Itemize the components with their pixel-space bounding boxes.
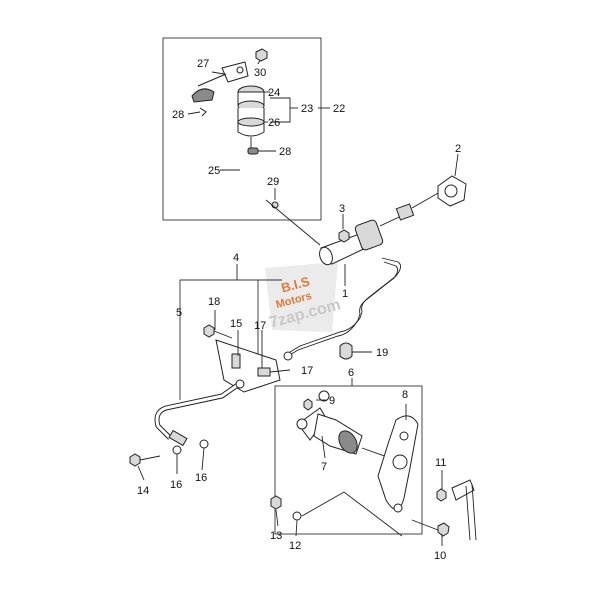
washer-12 xyxy=(292,511,302,521)
callout-23: 23 xyxy=(301,103,313,115)
callout-7: 7 xyxy=(321,461,327,473)
callout-18: 18 xyxy=(208,296,220,308)
bleeder-9 xyxy=(303,398,313,411)
callout-22: 22 xyxy=(333,103,345,115)
callout-5: 5 xyxy=(176,307,182,319)
callout-8: 8 xyxy=(402,389,408,401)
bolt-18 xyxy=(203,324,233,339)
callout-29: 29 xyxy=(267,176,279,188)
callout-16b: 16 xyxy=(195,472,207,484)
callout-17a: 17 xyxy=(254,320,266,332)
callout-13: 13 xyxy=(270,530,282,542)
nut-13 xyxy=(270,495,282,510)
callout-14: 14 xyxy=(137,485,149,497)
callout-15: 15 xyxy=(230,318,242,330)
leader-lines xyxy=(137,59,459,546)
callout-12: 12 xyxy=(289,540,301,552)
callout-labels: 1 2 3 4 5 6 7 8 9 10 11 12 13 14 15 16 1… xyxy=(137,58,461,562)
callout-28a: 28 xyxy=(172,109,184,121)
clip-28-top xyxy=(199,107,207,117)
release-fork-8 xyxy=(377,415,419,513)
callout-24: 24 xyxy=(268,87,280,99)
reservoir-cap-bracket xyxy=(191,61,249,103)
callout-28b: 28 xyxy=(279,146,291,158)
callout-9: 9 xyxy=(329,395,335,407)
hose-to-master-link xyxy=(265,199,321,246)
callout-1: 1 xyxy=(342,288,348,300)
clip-28-hose xyxy=(247,147,259,155)
shaft-bracket xyxy=(451,479,477,541)
callout-30: 30 xyxy=(254,67,266,79)
callout-26: 26 xyxy=(268,117,280,129)
reservoir xyxy=(237,85,265,148)
callout-4: 4 xyxy=(233,252,239,264)
clutch-hose xyxy=(154,379,245,447)
bolt-10 xyxy=(411,519,450,537)
master-cylinder-gasket xyxy=(437,175,467,207)
callout-16a: 16 xyxy=(170,479,182,491)
nut-3 xyxy=(338,229,350,243)
slave-cylinder-group-box xyxy=(274,385,423,535)
pipe-clip-19 xyxy=(339,342,353,360)
washer-16a xyxy=(172,445,182,455)
watermark-text-bis: B.I.S xyxy=(280,274,312,296)
reservoir-group-box xyxy=(162,37,322,221)
master-cylinder xyxy=(319,191,441,266)
callout-6: 6 xyxy=(348,367,354,379)
callout-2: 2 xyxy=(455,143,461,155)
bolt-14 xyxy=(129,453,161,467)
callout-27: 27 xyxy=(197,58,209,70)
watermark: B.I.S Motors 7zap.com xyxy=(265,262,342,332)
reservoir-hose xyxy=(242,150,268,200)
callout-19: 19 xyxy=(376,347,388,359)
clutch-pipe xyxy=(287,257,401,357)
callout-3: 3 xyxy=(339,203,345,215)
slave-cylinder xyxy=(296,390,391,459)
callout-10: 10 xyxy=(434,550,446,562)
pipe-bracket-15 xyxy=(215,339,293,393)
callout-11: 11 xyxy=(435,457,446,469)
callout-17b: 17 xyxy=(301,365,313,377)
nut-11 xyxy=(436,488,447,502)
callout-25: 25 xyxy=(208,165,220,177)
pipe-group-bracket xyxy=(179,279,259,400)
nut-30 xyxy=(255,48,268,62)
washer-16b xyxy=(199,439,209,449)
